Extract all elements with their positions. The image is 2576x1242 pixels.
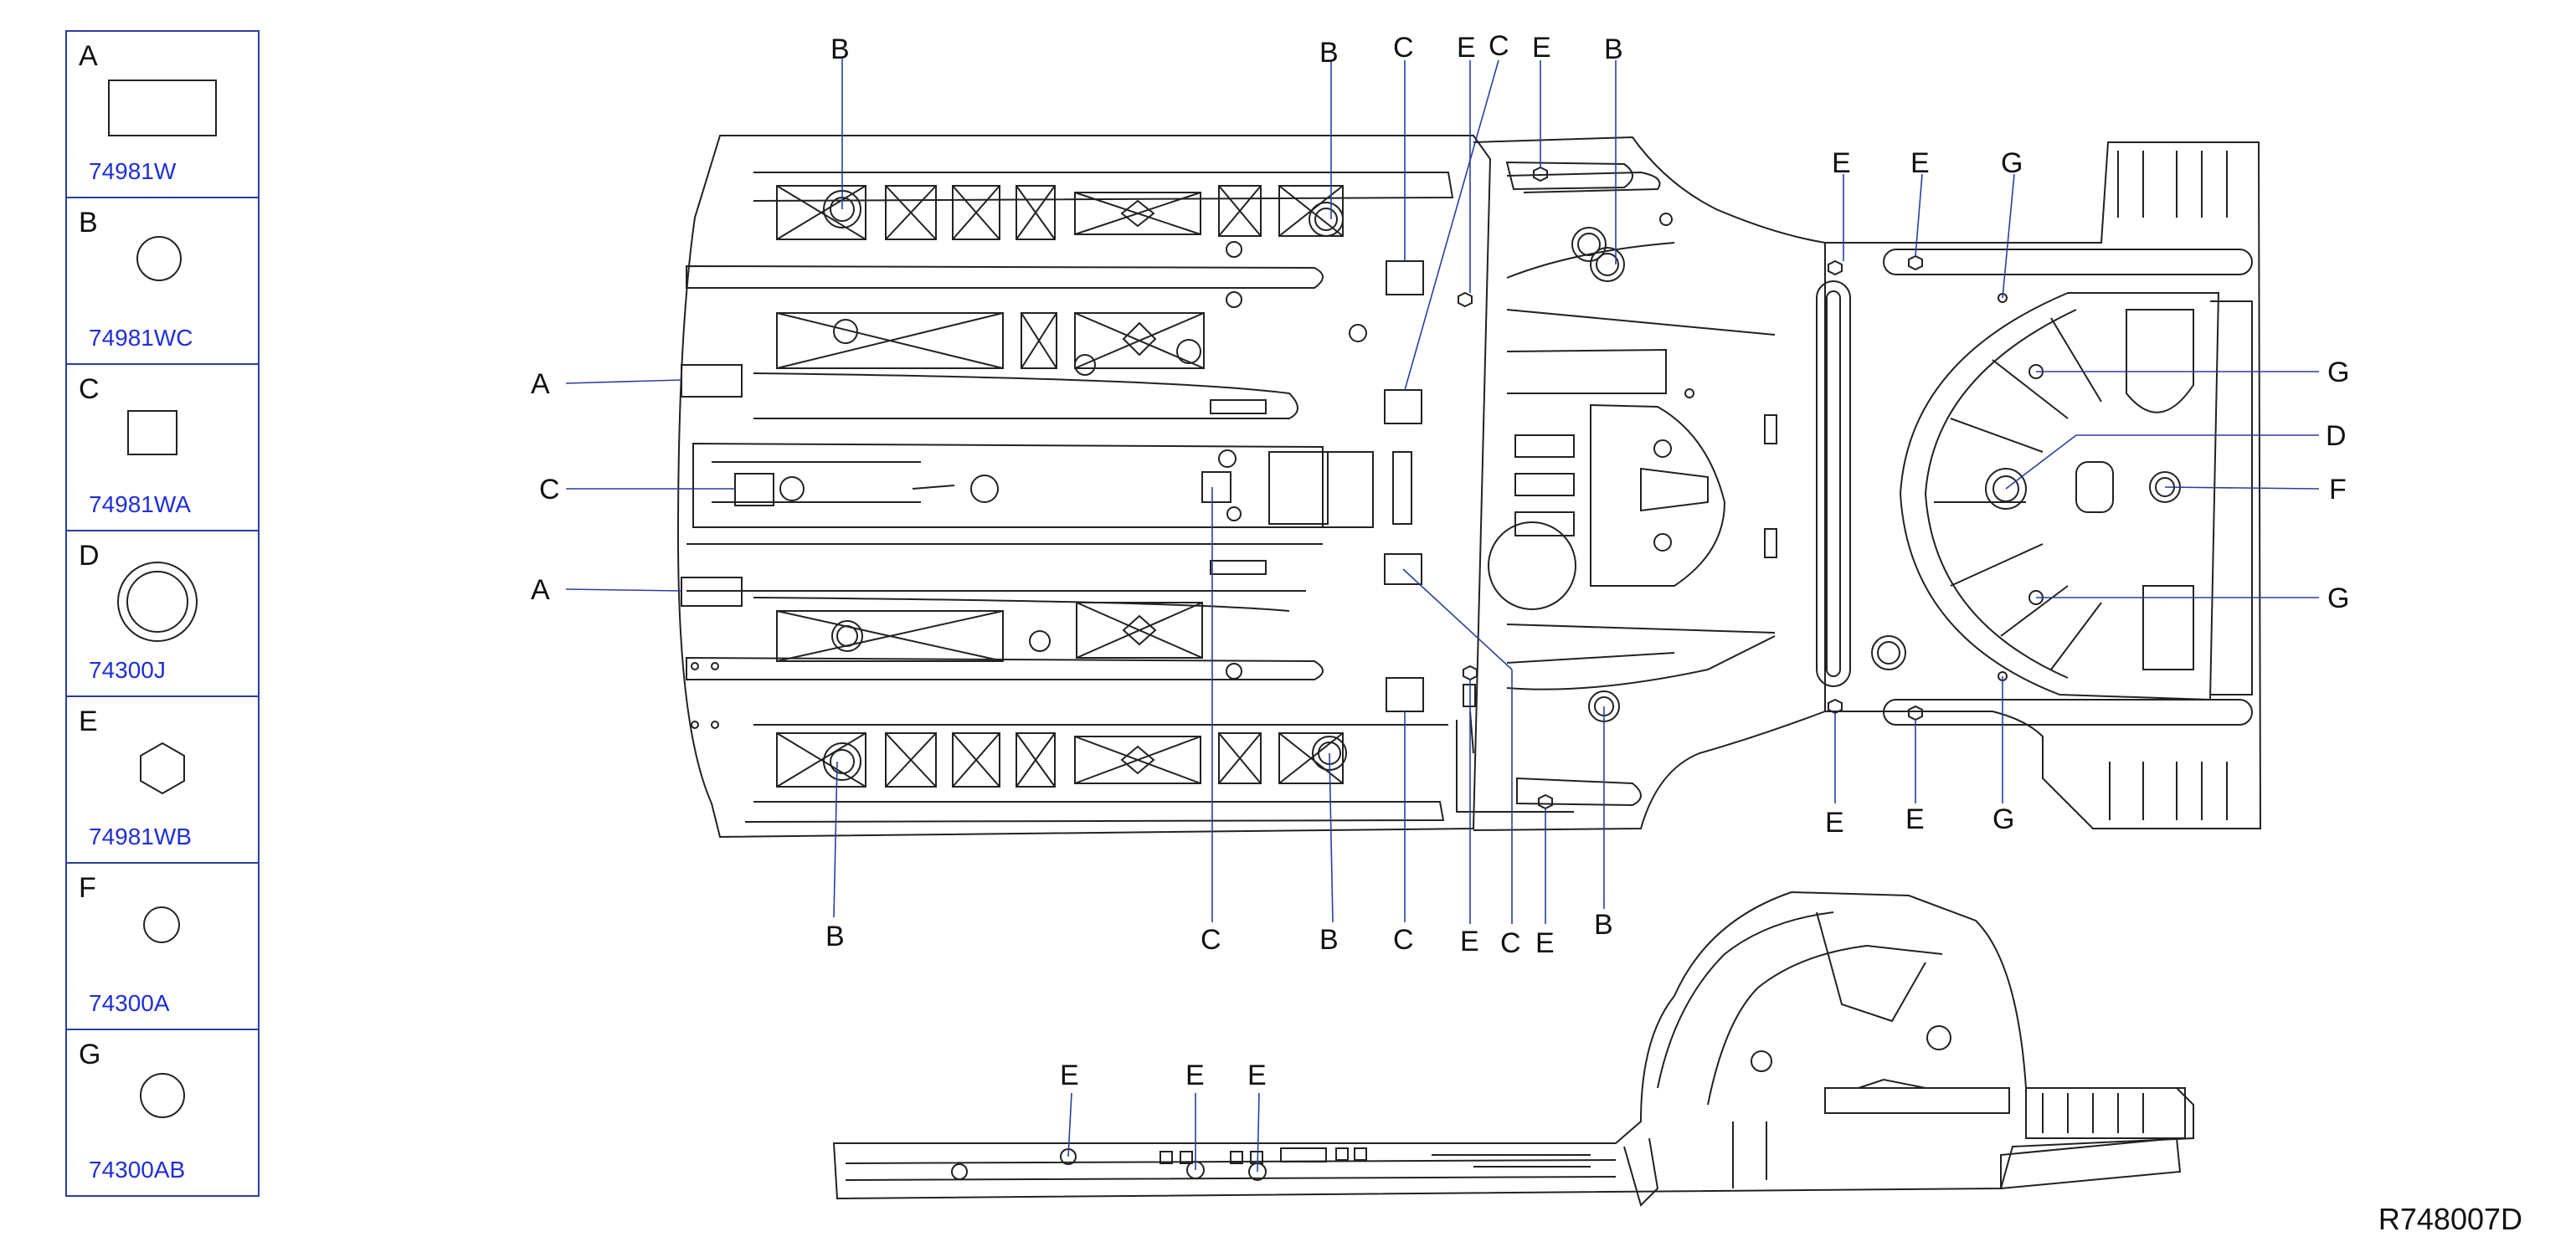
callout-g: G [1992, 803, 2014, 835]
callout-e: E [1185, 1060, 1205, 1091]
parts-legend: A 74981W B 74981WC C 74981WA D 74300J E … [65, 30, 260, 1197]
part-number: 74300A [89, 990, 170, 1016]
leader-lines [565, 59, 2320, 1173]
hexagon-icon [140, 742, 185, 795]
callout-g: G [2001, 147, 2023, 179]
front-floor-pan [676, 135, 1492, 839]
callout-c: C [1393, 32, 1414, 64]
callout-b: B [1319, 924, 1339, 956]
circle-icon [140, 1073, 185, 1118]
part-number: 74300AB [89, 1157, 186, 1183]
callout-e: E [1832, 147, 1851, 179]
callout-labels: B B C E C E B E E G A C A G D F G E E G … [531, 30, 2349, 1091]
side-member [832, 890, 2194, 1207]
callout-c: C [1489, 30, 1509, 62]
diagram-reference-code: R748007D [2378, 1202, 2522, 1236]
callout-e: E [1247, 1060, 1267, 1091]
callout-e: E [1532, 32, 1551, 64]
legend-row-c: C 74981WA [67, 365, 258, 531]
callout-c: C [1393, 924, 1414, 956]
callout-d: D [2326, 420, 2347, 452]
hex-plugs [1458, 166, 1923, 810]
rear-floor [1816, 141, 2262, 829]
part-number: 74300J [89, 657, 166, 683]
circle-icon [136, 236, 182, 281]
legend-row-g: G 74300AB [67, 1030, 258, 1195]
rib-row-upper [776, 185, 1344, 369]
callout-e: E [1457, 32, 1476, 64]
callout-e: E [1460, 926, 1479, 957]
callout-a: A [531, 368, 550, 400]
legend-row-b: B 74981WC [67, 198, 258, 365]
callout-e: E [1825, 807, 1844, 839]
callout-b: B [1319, 37, 1339, 69]
legend-letter: C [79, 373, 100, 405]
legend-letter: A [79, 40, 98, 72]
rectangle-icon [108, 80, 217, 136]
small-circle-icon [143, 906, 180, 943]
callout-a: A [531, 574, 550, 606]
part-number: 74981WA [89, 491, 191, 517]
part-number: 74981WC [89, 325, 193, 351]
callout-b: B [1604, 33, 1623, 65]
square-icon [127, 410, 177, 455]
center-tunnel [1456, 136, 1826, 831]
callout-c: C [539, 474, 560, 506]
callout-f: F [2329, 474, 2347, 506]
callout-c: C [1500, 927, 1521, 959]
plug-a-lower [681, 577, 743, 607]
legend-letter: B [79, 207, 98, 239]
legend-letter: D [79, 540, 100, 572]
callout-b: B [830, 33, 850, 65]
plug-a-upper [681, 364, 743, 398]
double-circle-icon [117, 562, 198, 642]
callout-g: G [2327, 357, 2349, 388]
legend-row-d: D 74300J [67, 531, 258, 697]
part-number: 74981WB [89, 824, 192, 849]
legend-row-e: E 74981WB [67, 697, 258, 864]
callout-g: G [2327, 583, 2349, 614]
callout-b: B [825, 921, 845, 952]
callout-e: E [1060, 1060, 1079, 1091]
legend-row-a: A 74981W [67, 32, 258, 198]
callout-e: E [1910, 147, 1930, 179]
callout-e: E [1905, 803, 1925, 835]
part-number: 74981W [89, 158, 177, 184]
callout-b: B [1594, 909, 1613, 941]
legend-letter: F [79, 872, 96, 904]
legend-letter: G [79, 1039, 101, 1070]
callout-c: C [1201, 924, 1221, 956]
callout-e: E [1535, 927, 1555, 959]
legend-row-f: F 74300A [67, 864, 258, 1030]
legend-letter: E [79, 706, 98, 737]
